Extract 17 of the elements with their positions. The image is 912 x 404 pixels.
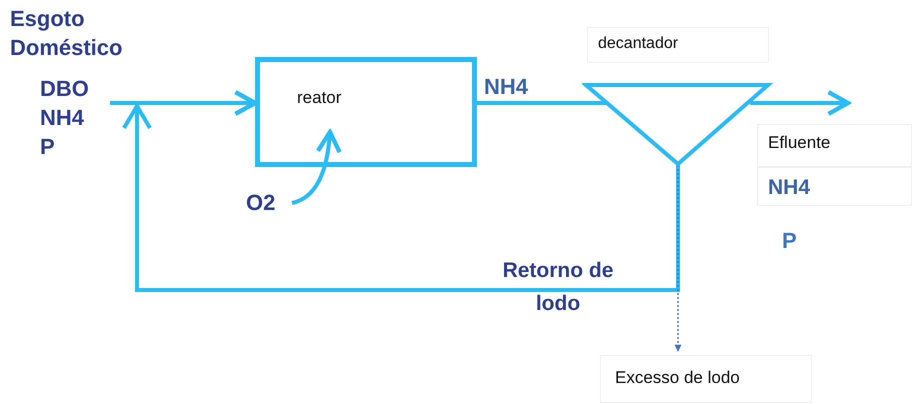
output-parameter: P: [782, 228, 798, 254]
edge-label: NH4: [484, 73, 530, 101]
input-label: O2: [246, 188, 292, 218]
parameter-list: DBO NH4 P: [40, 74, 96, 166]
output-parameter: NH4: [757, 167, 912, 206]
title-label: Esgoto Doméstico: [10, 5, 124, 62]
arrow: [750, 90, 850, 116]
connector-line: [477, 101, 606, 105]
output-box: Excesso de lodo: [600, 355, 812, 403]
arrow: [291, 130, 342, 205]
settler-label: decantador: [587, 27, 769, 63]
arrow: [674, 165, 682, 352]
arrow: [122, 90, 680, 292]
reactor-box: [255, 57, 477, 167]
output-label: Efluente: [757, 124, 912, 167]
box-label: reator: [297, 88, 342, 108]
edge-label: Retorno de lodo: [502, 258, 614, 317]
